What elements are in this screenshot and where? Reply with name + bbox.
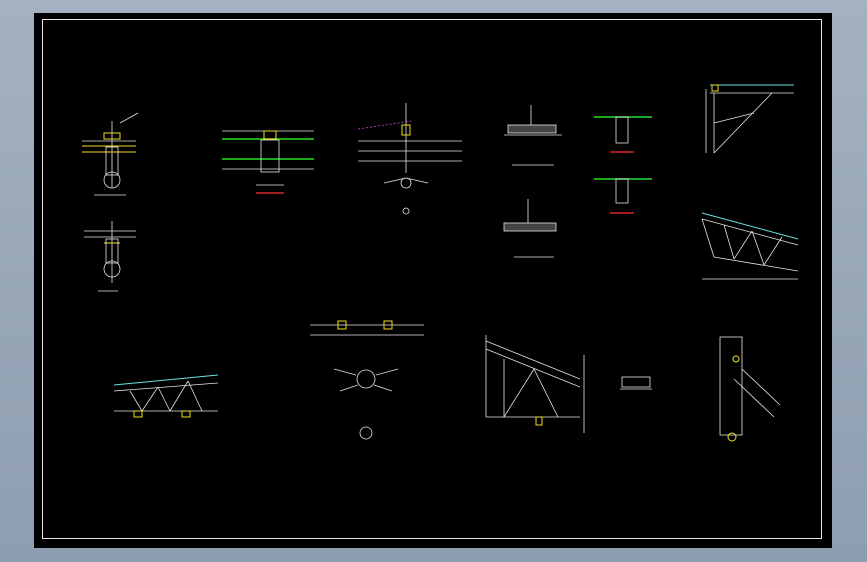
- drawing-sheet[interactable]: [34, 13, 832, 548]
- detail-sloped-truss[interactable]: [701, 212, 799, 280]
- detail-column-joint-2[interactable]: [84, 221, 136, 292]
- cad-drawing-canvas[interactable]: [34, 13, 832, 548]
- detail-center-node[interactable]: [310, 320, 424, 440]
- detail-column-joint-1[interactable]: [82, 112, 139, 196]
- detail-purlin-section[interactable]: [222, 130, 314, 194]
- detail-gutter-section-a[interactable]: [504, 105, 562, 166]
- detail-gutter-section-b[interactable]: [503, 199, 557, 258]
- detail-column-brace[interactable]: [485, 335, 585, 433]
- detail-bottom-truss[interactable]: [113, 374, 219, 418]
- drawing-border-frame: [42, 19, 822, 539]
- detail-small-section[interactable]: [620, 376, 652, 390]
- detail-column-brace-right[interactable]: [719, 336, 781, 442]
- detail-green-section-1[interactable]: [594, 116, 652, 153]
- detail-ridge-connection[interactable]: [357, 103, 462, 215]
- detail-eave-truss[interactable]: [705, 84, 794, 154]
- detail-green-section-2[interactable]: [594, 178, 652, 214]
